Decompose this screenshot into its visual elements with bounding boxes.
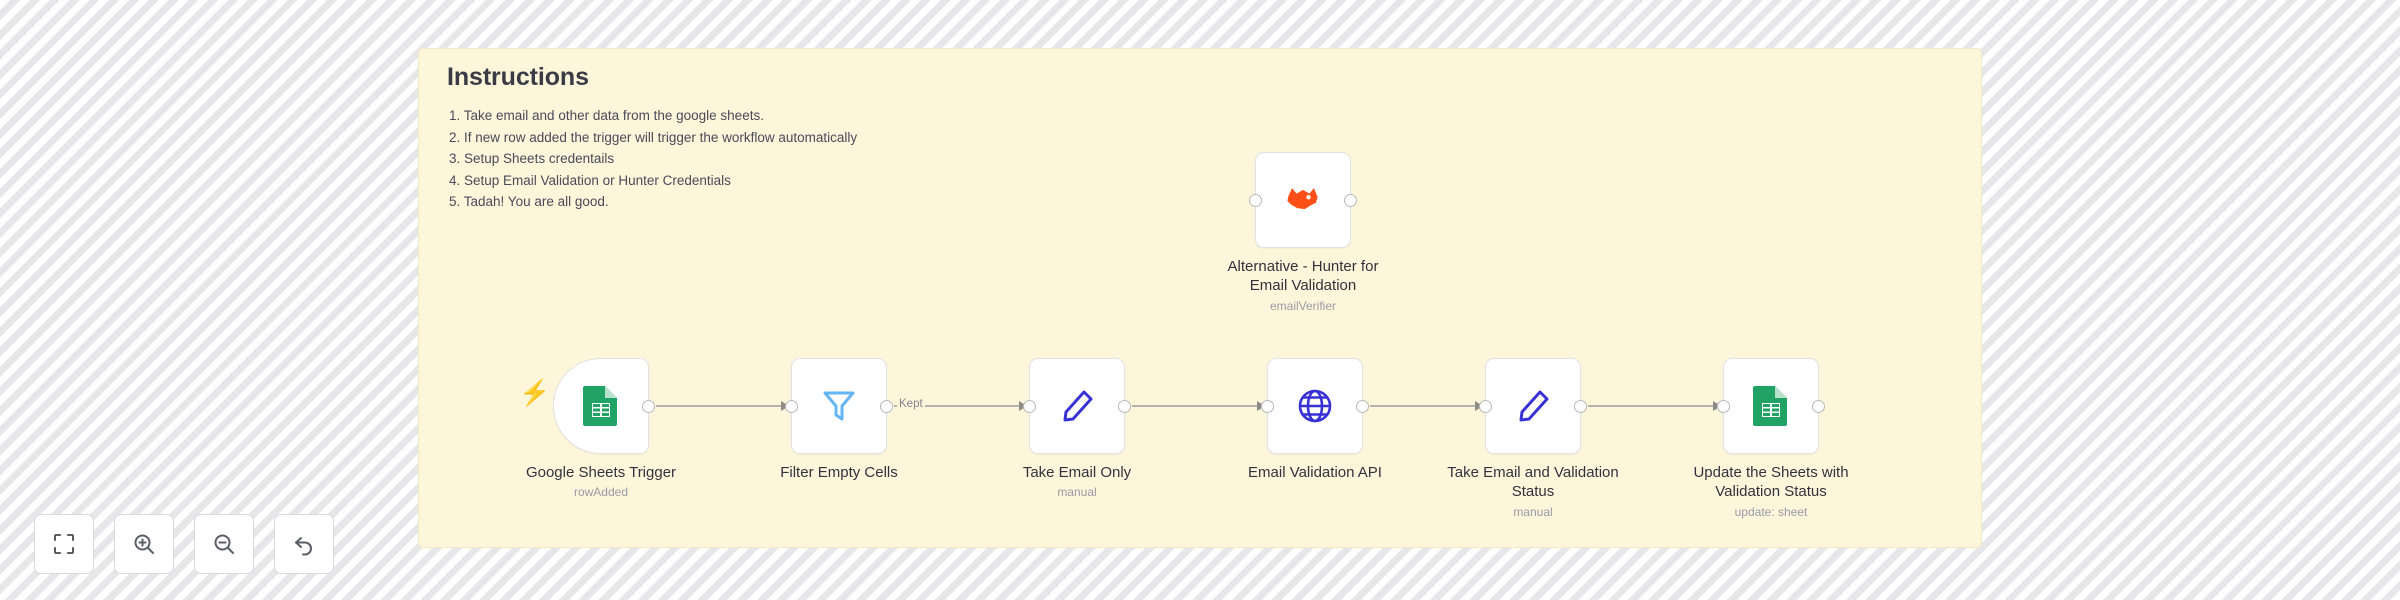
node-label: Alternative - Hunter for Email Validatio… bbox=[1227, 258, 1379, 294]
undo-arrow-icon bbox=[295, 537, 312, 556]
funnel-filter-icon bbox=[816, 383, 862, 429]
node-label: Update the Sheets with Validation Status bbox=[1693, 464, 1849, 500]
fit-to-view-button[interactable] bbox=[34, 514, 94, 574]
node-subtitle: rowAdded bbox=[573, 485, 629, 499]
node-subtitle: manual bbox=[1513, 505, 1553, 519]
node-output-port[interactable] bbox=[1574, 399, 1587, 413]
connection-line bbox=[1370, 405, 1475, 407]
instruction-line: 1. Take email and other data from the go… bbox=[449, 108, 764, 123]
node-subtitle: update: sheet bbox=[1734, 505, 1808, 519]
hunter-fox-icon bbox=[1280, 177, 1326, 223]
node-label: Take Email Only bbox=[1022, 464, 1132, 481]
node-input-port[interactable] bbox=[1261, 399, 1274, 413]
node-take-email-and-validation-status[interactable]: Take Email and Validation Status manual bbox=[1447, 358, 1619, 519]
zoom-in-icon bbox=[134, 534, 154, 554]
node-email-validation-api[interactable]: Email Validation API bbox=[1248, 358, 1382, 481]
connection-line bbox=[1588, 405, 1713, 407]
connection-line bbox=[656, 405, 781, 407]
node-alternative-hunter[interactable]: Alternative - Hunter for Email Validatio… bbox=[1228, 152, 1378, 313]
node-output-port[interactable] bbox=[1118, 399, 1131, 413]
node-output-port[interactable] bbox=[880, 399, 893, 413]
connection-line bbox=[894, 405, 1019, 407]
trigger-lightning-icon: ⚡ bbox=[519, 379, 551, 407]
connection-label-kept: Kept bbox=[897, 398, 925, 410]
sticky-note-list: 1. Take email and other data from the go… bbox=[449, 105, 1549, 213]
node-label: Take Email and Validation Status bbox=[1447, 464, 1619, 500]
pencil-edit-icon bbox=[1054, 383, 1100, 429]
node-take-email-only[interactable]: Take Email Only manual bbox=[1023, 358, 1131, 499]
instruction-line: 4. Setup Email Validation or Hunter Cred… bbox=[449, 172, 731, 188]
node-input-port[interactable] bbox=[1717, 399, 1730, 413]
google-sheets-icon bbox=[578, 383, 624, 429]
node-output-port[interactable] bbox=[1812, 399, 1825, 413]
google-sheets-icon bbox=[1748, 383, 1794, 429]
node-label: Email Validation API bbox=[1248, 464, 1382, 481]
zoom-out-icon bbox=[214, 534, 234, 554]
connection-line bbox=[1132, 405, 1257, 407]
node-input-port[interactable] bbox=[1249, 193, 1262, 207]
instruction-line: 5. Tadah! You are all good. bbox=[449, 194, 609, 209]
fit-to-view-icon bbox=[54, 534, 74, 554]
node-label: Google Sheets Trigger bbox=[525, 464, 677, 481]
reset-zoom-button[interactable] bbox=[274, 514, 334, 574]
zoom-in-button[interactable] bbox=[114, 514, 174, 574]
node-input-port[interactable] bbox=[1023, 399, 1036, 413]
node-output-port[interactable] bbox=[1356, 399, 1369, 413]
zoom-out-button[interactable] bbox=[194, 514, 254, 574]
node-output-port[interactable] bbox=[1344, 193, 1357, 207]
sticky-note-title: Instructions bbox=[447, 63, 589, 91]
node-filter-empty-cells[interactable]: Filter Empty Cells bbox=[780, 358, 898, 481]
globe-http-icon bbox=[1292, 383, 1338, 429]
node-subtitle: manual bbox=[1057, 485, 1097, 499]
node-subtitle: emailVerifier bbox=[1269, 299, 1337, 313]
node-google-sheets-trigger[interactable]: Google Sheets Trigger rowAdded bbox=[526, 358, 676, 499]
node-input-port[interactable] bbox=[1479, 399, 1492, 413]
sticky-note-instructions[interactable]: Instructions 1. Take email and other dat… bbox=[418, 48, 1982, 548]
instruction-line: 2. If new row added the trigger will tri… bbox=[449, 129, 858, 145]
node-input-port[interactable] bbox=[785, 399, 798, 413]
pencil-edit-icon bbox=[1510, 383, 1556, 429]
canvas-controls bbox=[34, 514, 334, 574]
instruction-line: 3. Setup Sheets credentails bbox=[449, 151, 615, 166]
node-output-port[interactable] bbox=[642, 399, 655, 413]
node-label: Filter Empty Cells bbox=[780, 464, 898, 481]
node-update-the-sheets[interactable]: Update the Sheets with Validation Status… bbox=[1693, 358, 1849, 519]
